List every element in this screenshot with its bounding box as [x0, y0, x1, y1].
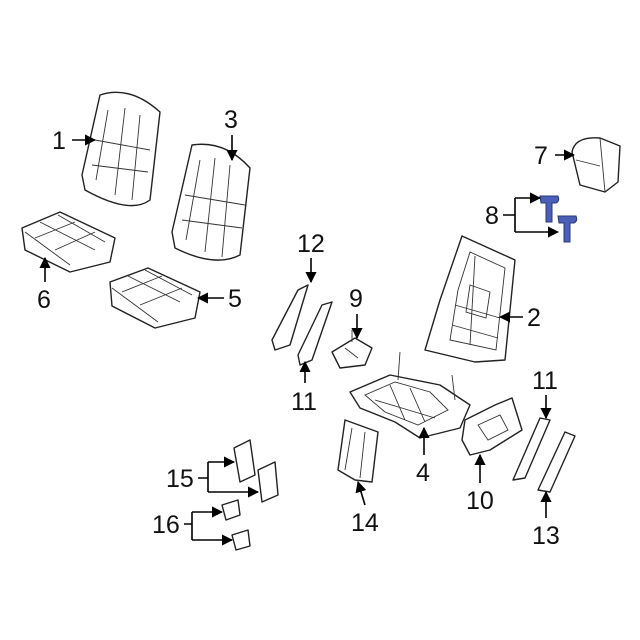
callout-11-right: 11	[532, 367, 558, 395]
side-trim-part[interactable]	[512, 417, 551, 481]
callout-3: 3	[224, 106, 238, 134]
seat-back-right-part[interactable]	[171, 143, 251, 261]
callout-12: 12	[297, 230, 325, 258]
callout-16: 16	[152, 511, 180, 539]
callout-5: 5	[228, 285, 242, 313]
callout-8: 8	[485, 202, 499, 230]
callout-13: 13	[532, 522, 560, 550]
headrest-part[interactable]	[571, 137, 621, 193]
callout-11-left: 11	[291, 388, 317, 416]
callout-2: 2	[527, 304, 541, 332]
headrest-guide-part[interactable]	[539, 195, 578, 243]
callout-6: 6	[37, 286, 51, 314]
recliner-part[interactable]	[461, 397, 523, 456]
seat-back-frame-part[interactable]	[424, 235, 516, 363]
clip-part[interactable]	[221, 499, 251, 551]
trim-panel-lower-part[interactable]	[297, 301, 333, 366]
seat-cushion-right-part[interactable]	[109, 267, 201, 329]
leg-support-part[interactable]	[337, 419, 379, 483]
side-cover-part[interactable]	[537, 431, 576, 493]
leader-lines	[39, 134, 576, 546]
callout-9: 9	[349, 285, 363, 313]
callout-15: 15	[166, 465, 194, 493]
callout-4: 4	[416, 459, 430, 487]
seat-cushion-frame-part[interactable]	[349, 351, 471, 439]
trim-panel-upper-part[interactable]	[271, 284, 309, 351]
callout-10: 10	[466, 487, 494, 515]
bracket-part[interactable]	[331, 330, 373, 369]
callout-14: 14	[351, 509, 379, 537]
seat-back-left-part[interactable]	[81, 91, 161, 207]
callout-7: 7	[534, 142, 548, 170]
seat-cushion-left-part[interactable]	[21, 211, 116, 273]
callout-1: 1	[52, 127, 66, 155]
cover-part[interactable]	[233, 439, 279, 503]
